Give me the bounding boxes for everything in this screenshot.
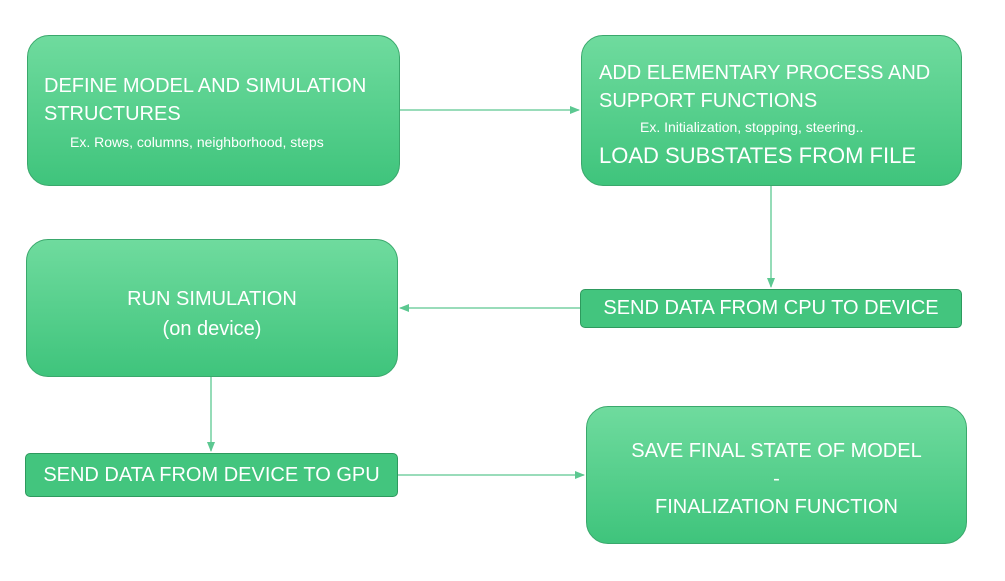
- add-functions-example: Ex. Initialization, stopping, steering..: [640, 119, 864, 135]
- define-model-title: DEFINE MODEL AND SIMULATION STRUCTURES: [44, 75, 367, 125]
- define-model-box: DEFINE MODEL AND SIMULATION STRUCTURES E…: [27, 35, 400, 186]
- add-functions-box: ADD ELEMENTARY PROCESS AND SUPPORT FUNCT…: [581, 35, 962, 186]
- run-simulation-box: RUN SIMULATION (on device): [26, 239, 398, 377]
- send-cpu-to-device-box: SEND DATA FROM CPU TO DEVICE: [580, 289, 962, 328]
- save-final-state-line3: FINALIZATION FUNCTION: [655, 496, 898, 518]
- save-final-state-box: SAVE FINAL STATE OF MODEL - FINALIZATION…: [586, 406, 967, 544]
- save-final-state-line1: SAVE FINAL STATE OF MODEL: [631, 440, 922, 462]
- run-simulation-subtitle: (on device): [162, 318, 262, 340]
- load-substates-label: LOAD SUBSTATES FROM FILE: [599, 143, 917, 168]
- send-device-to-gpu-box: SEND DATA FROM DEVICE TO GPU: [25, 453, 398, 497]
- add-functions-title: ADD ELEMENTARY PROCESS AND SUPPORT FUNCT…: [599, 62, 931, 112]
- run-simulation-title: RUN SIMULATION: [127, 288, 297, 310]
- send-cpu-to-device-label: SEND DATA FROM CPU TO DEVICE: [603, 297, 939, 319]
- define-model-example: Ex. Rows, columns, neighborhood, steps: [70, 134, 324, 150]
- save-final-state-dash: -: [773, 468, 780, 490]
- send-device-to-gpu-label: SEND DATA FROM DEVICE TO GPU: [43, 463, 380, 486]
